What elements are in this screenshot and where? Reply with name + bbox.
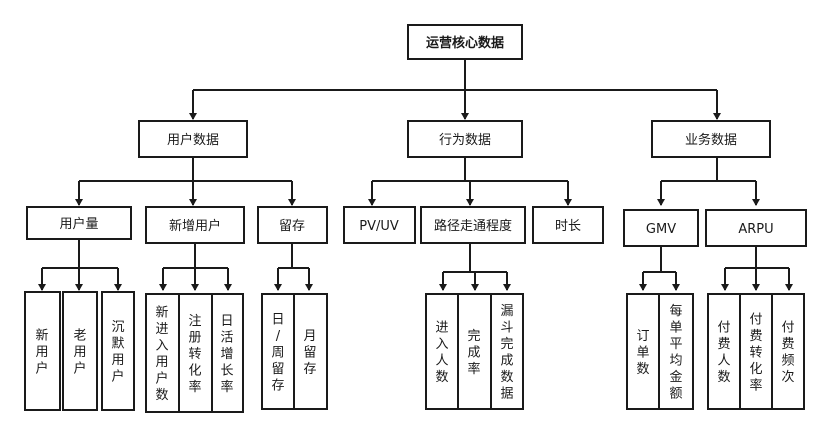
node-leaf-reg-conversion: 注册转化率 [178, 293, 213, 413]
node-leaf-entrants: 进入人数 [425, 293, 459, 410]
node-path: 路径走通程度 [420, 206, 526, 244]
node-business-data-label: 业务数据 [685, 132, 737, 148]
node-leaf-new-entry-users: 新进入用户数 [145, 293, 180, 413]
node-leaf-dau-growth-label: 日活增长率 [220, 314, 233, 395]
node-behavior-data: 行为数据 [407, 120, 523, 158]
node-leaf-day-week-retention: 日/周留存 [261, 293, 295, 410]
node-path-label: 路径走通程度 [434, 218, 512, 234]
node-leaf-avg-order-value-label: 每单平均金额 [669, 303, 682, 402]
node-leaf-pay-conversion-label: 付费转化率 [749, 312, 762, 393]
node-arpu: ARPU [705, 209, 807, 247]
node-leaf-old-user: 老用户 [62, 291, 98, 411]
node-leaf-dau-growth: 日活增长率 [211, 293, 244, 413]
node-user-data: 用户数据 [138, 120, 248, 158]
node-leaf-entrants-label: 进入人数 [435, 321, 448, 386]
node-leaf-completion-rate-label: 完成率 [467, 329, 480, 377]
node-user-volume: 用户量 [26, 206, 132, 240]
node-leaf-order-count: 订单数 [626, 293, 660, 410]
node-leaf-month-retention-label: 月留存 [303, 329, 316, 377]
node-arpu-label: ARPU [738, 222, 773, 237]
node-leaf-reg-conversion-label: 注册转化率 [188, 314, 201, 395]
node-retention: 留存 [257, 206, 328, 244]
node-leaf-pay-frequency-label: 付费频次 [781, 321, 794, 386]
node-leaf-dormant-user-label: 沉默用户 [111, 320, 124, 385]
node-leaf-funnel-completion-label: 漏斗完成数据 [500, 303, 513, 402]
node-leaf-funnel-completion: 漏斗完成数据 [490, 293, 524, 410]
connectors [38, 59, 793, 291]
node-new-users: 新增用户 [145, 206, 245, 244]
node-leaf-day-week-retention-label: 日/周留存 [271, 312, 284, 393]
node-gmv: GMV [623, 209, 699, 247]
node-duration-label: 时长 [555, 219, 581, 234]
node-leaf-dormant-user: 沉默用户 [101, 291, 135, 411]
node-retention-label: 留存 [279, 219, 305, 234]
node-leaf-payers-label: 付费人数 [717, 321, 730, 386]
node-leaf-order-count-label: 订单数 [636, 329, 649, 377]
node-leaf-new-user-label: 新用户 [35, 327, 48, 376]
node-business-data: 业务数据 [651, 120, 771, 158]
node-leaf-new-user: 新用户 [24, 291, 61, 411]
node-leaf-avg-order-value: 每单平均金额 [658, 293, 694, 410]
node-user-data-label: 用户数据 [167, 132, 219, 148]
node-pvuv-label: PV/UV [359, 219, 399, 234]
node-leaf-completion-rate: 完成率 [457, 293, 492, 410]
node-gmv-label: GMV [646, 222, 676, 237]
node-behavior-data-label: 行为数据 [439, 133, 491, 148]
node-new-users-label: 新增用户 [169, 218, 221, 234]
node-user-volume-label: 用户量 [59, 216, 98, 232]
node-leaf-pay-frequency: 付费频次 [771, 293, 805, 410]
node-leaf-payers: 付费人数 [707, 293, 741, 410]
node-leaf-old-user-label: 老用户 [73, 328, 86, 376]
node-leaf-pay-conversion: 付费转化率 [739, 293, 773, 410]
node-root: 运营核心数据 [407, 24, 523, 60]
node-duration: 时长 [532, 206, 604, 244]
node-leaf-month-retention: 月留存 [293, 293, 328, 410]
node-root-label: 运营核心数据 [426, 35, 504, 51]
node-pvuv: PV/UV [343, 206, 416, 244]
node-leaf-new-entry-users-label: 新进入用户数 [155, 305, 168, 404]
